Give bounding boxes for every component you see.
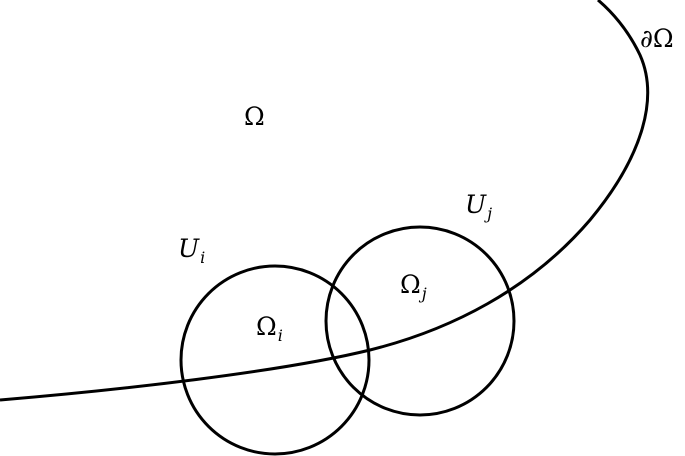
u-i-label: Ui [178, 234, 205, 266]
omega-i-subscript: i [277, 326, 283, 345]
neighborhood-circle-u-i [179, 264, 371, 456]
u-i-subscript: i [200, 248, 206, 267]
u-j-label: Uj [465, 190, 492, 222]
u-j-subscript: j [487, 204, 493, 223]
u-j-symbol: U [465, 190, 487, 219]
boundary-curve [0, 0, 650, 402]
omega-i-label: Ωi [256, 312, 283, 344]
omega-j-symbol: Ω [400, 270, 421, 299]
omega-j-label: Ωj [400, 270, 427, 302]
boundary-symbol: ∂Ω [640, 24, 674, 53]
omega-i-symbol: Ω [256, 312, 277, 341]
boundary-label: ∂Ω [640, 26, 674, 51]
omega-j-subscript: j [421, 284, 427, 303]
domain-label: Ω [244, 104, 265, 129]
neighborhood-circle-u-j [324, 225, 516, 417]
u-i-symbol: U [178, 234, 200, 263]
domain-symbol: Ω [244, 102, 265, 131]
